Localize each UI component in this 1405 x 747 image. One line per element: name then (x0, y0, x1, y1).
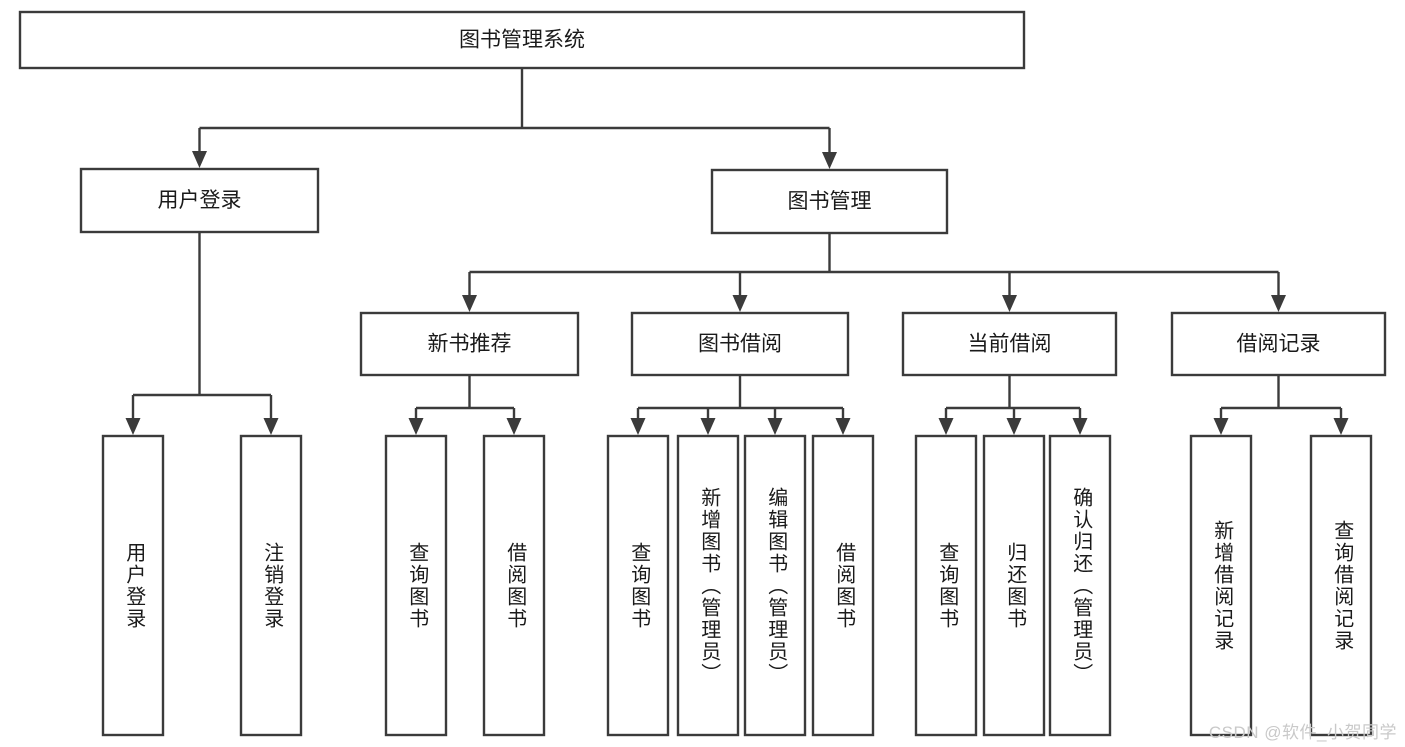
node-box-leaf-add-borrow-record[interactable] (1189, 434, 1253, 737)
node-box-new-book-recommend[interactable] (359, 311, 580, 377)
arrow-head-icon (822, 152, 837, 169)
node-label-book-manage: 图书管理 (788, 190, 872, 213)
arrow-head-icon (1002, 295, 1017, 312)
connectors-layer (125, 68, 1349, 435)
watermark: CSDN @软件_小贺同学 (1208, 723, 1397, 742)
node-box-book-borrow[interactable] (630, 311, 850, 377)
boxes-layer (18, 10, 1387, 737)
node-box-leaf-edit-book-admin[interactable] (743, 434, 807, 737)
arrow-head-icon (630, 418, 646, 435)
node-box-leaf-logout[interactable] (239, 434, 303, 737)
arrow-head-icon (767, 418, 783, 435)
node-label-root: 图书管理系统 (459, 29, 585, 52)
node-box-leaf-confirm-return-admin[interactable] (1048, 434, 1112, 737)
arrow-head-icon (732, 295, 748, 312)
node-box-leaf-query-borrow-record[interactable] (1309, 434, 1373, 737)
node-box-borrow-record[interactable] (1170, 311, 1387, 377)
arrow-head-icon (1213, 418, 1229, 435)
arrow-head-icon (192, 151, 207, 168)
arrow-head-icon (462, 295, 477, 312)
arrow-head-icon (1333, 418, 1349, 435)
arrow-head-icon (1072, 418, 1088, 435)
node-box-leaf-query-book-borrow[interactable] (606, 434, 670, 737)
arrow-head-icon (1006, 418, 1022, 435)
arrow-head-icon (1271, 295, 1286, 312)
node-box-leaf-return-book[interactable] (982, 434, 1046, 737)
arrow-head-icon (125, 418, 141, 435)
node-box-book-manage[interactable] (710, 168, 949, 235)
node-box-leaf-query-book-current[interactable] (914, 434, 978, 737)
arrow-head-icon (938, 418, 954, 435)
arrow-head-icon (506, 418, 522, 435)
node-box-current-borrow[interactable] (901, 311, 1118, 377)
node-label-borrow-record: 借阅记录 (1237, 333, 1321, 356)
node-box-leaf-add-book-admin[interactable] (676, 434, 740, 737)
node-box-leaf-user-login[interactable] (101, 434, 165, 737)
node-box-leaf-query-book-recommend[interactable] (384, 434, 448, 737)
arrow-head-icon (835, 418, 851, 435)
node-box-leaf-borrow-book-recommend[interactable] (482, 434, 546, 737)
node-box-user-login[interactable] (79, 167, 320, 234)
arrow-head-icon (700, 418, 716, 435)
node-label-user-login: 用户登录 (158, 189, 242, 212)
node-label-book-borrow: 图书借阅 (698, 333, 782, 356)
arrow-head-icon (408, 418, 424, 435)
node-label-new-book-recommend: 新书推荐 (428, 333, 512, 356)
node-box-leaf-borrow-book[interactable] (811, 434, 875, 737)
node-box-root[interactable] (18, 10, 1026, 70)
arrow-head-icon (263, 418, 279, 435)
node-label-current-borrow: 当前借阅 (968, 333, 1052, 356)
